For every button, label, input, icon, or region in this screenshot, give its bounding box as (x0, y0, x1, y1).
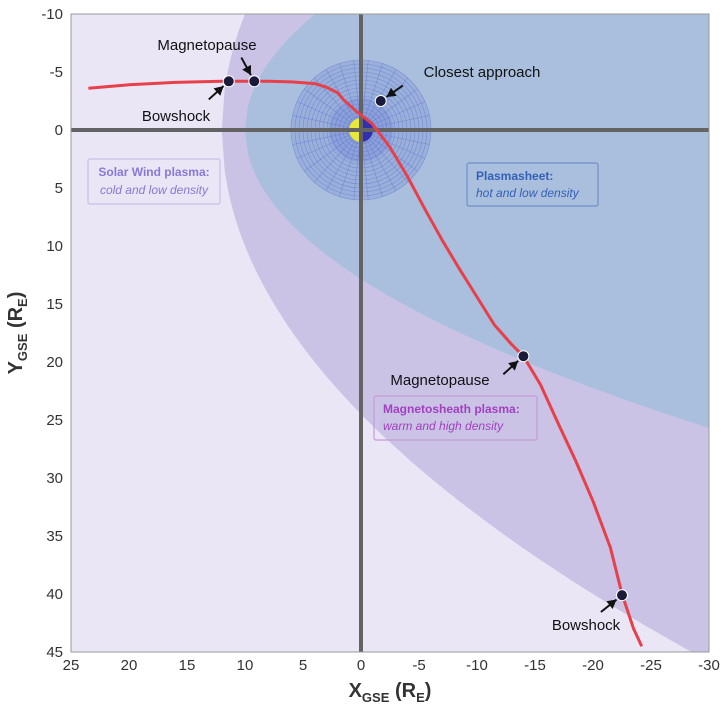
annotation-arrows (208, 57, 618, 613)
solar-wind-label-box: Solar Wind plasma: cold and low density (87, 158, 221, 205)
annotation-arrowhead-3 (508, 360, 519, 371)
plasmasheet-subtitle: hot and low density (476, 186, 580, 200)
annotation-magnetopause-dayside: Magnetopause (157, 37, 256, 54)
plot-area (71, 14, 709, 652)
y-tick-label: 20 (46, 354, 63, 371)
trajectory-line-0 (88, 79, 644, 647)
y-tick-label: 0 (55, 122, 63, 139)
y-tick-label: -5 (50, 64, 63, 81)
x-tick-label: 0 (357, 657, 365, 674)
y-tick-label: 30 (46, 470, 63, 487)
x-tick-label: 10 (237, 657, 254, 674)
y-tick-label: 5 (55, 180, 63, 197)
x-tick-labels: 25 20 15 10 5 0 -5 -10 -15 -20 -25 -30 (63, 657, 720, 674)
y-tick-label: 15 (46, 296, 63, 313)
crossing-marker-4 (616, 589, 628, 602)
annotation-bowshock-nightside: Bowshock (552, 617, 621, 634)
y-tick-label: 45 (46, 644, 63, 661)
x-tick-label: -30 (698, 657, 720, 674)
solar-wind-title: Solar Wind plasma: (98, 165, 209, 179)
plasmasheet-title: Plasmasheet: (476, 169, 553, 183)
annotation-magnetopause-nightside: Magnetopause (390, 372, 489, 389)
crossing-marker-3 (517, 350, 530, 363)
x-tick-label: -25 (640, 657, 662, 674)
marker-group (222, 75, 628, 602)
y-tick-label: 10 (46, 238, 63, 255)
annotation-closest-approach: Closest approach (424, 64, 541, 81)
annotation-arrowhead-4 (606, 599, 617, 610)
x-tick-label: -5 (412, 657, 425, 674)
annotation-arrowhead-1 (213, 85, 224, 96)
magnetosheath-title: Magnetosheath plasma: (383, 402, 520, 416)
y-tick-labels: -10 -5 0 5 10 15 20 25 30 35 40 45 (41, 6, 63, 661)
annotation-arrowhead-2 (386, 87, 397, 97)
series-group (88, 79, 644, 647)
x-tick-label: -10 (466, 657, 488, 674)
annotation-arrowhead-0 (242, 64, 252, 76)
x-tick-label: -15 (524, 657, 546, 674)
y-tick-label: 25 (46, 412, 63, 429)
crossing-marker-2 (374, 95, 387, 107)
y-tick-label: -10 (41, 6, 63, 23)
solar-wind-subtitle: cold and low density (100, 183, 209, 197)
y-tick-label: 40 (46, 586, 63, 603)
x-tick-label: -20 (582, 657, 604, 674)
y-axis-title: YGSE (RE) (5, 292, 30, 375)
x-tick-label: 5 (299, 657, 307, 674)
annotation-bowshock-dayside: Bowshock (142, 108, 211, 125)
magnetosheath-subtitle: warm and high density (383, 419, 504, 433)
magnetosheath-label-box: Magnetosheath plasma: warm and high dens… (373, 395, 538, 441)
y-tick-label: 35 (46, 528, 63, 545)
crossing-marker-0 (222, 75, 235, 88)
plot-frame (70, 13, 710, 653)
x-axis-title: XGSE (RE) (349, 680, 432, 705)
x-tick-label: 25 (63, 657, 80, 674)
plasmasheet-label-box: Plasmasheet: hot and low density (466, 162, 599, 207)
x-tick-label: 15 (179, 657, 196, 674)
crossing-marker-1 (248, 75, 261, 88)
x-tick-label: 20 (121, 657, 138, 674)
